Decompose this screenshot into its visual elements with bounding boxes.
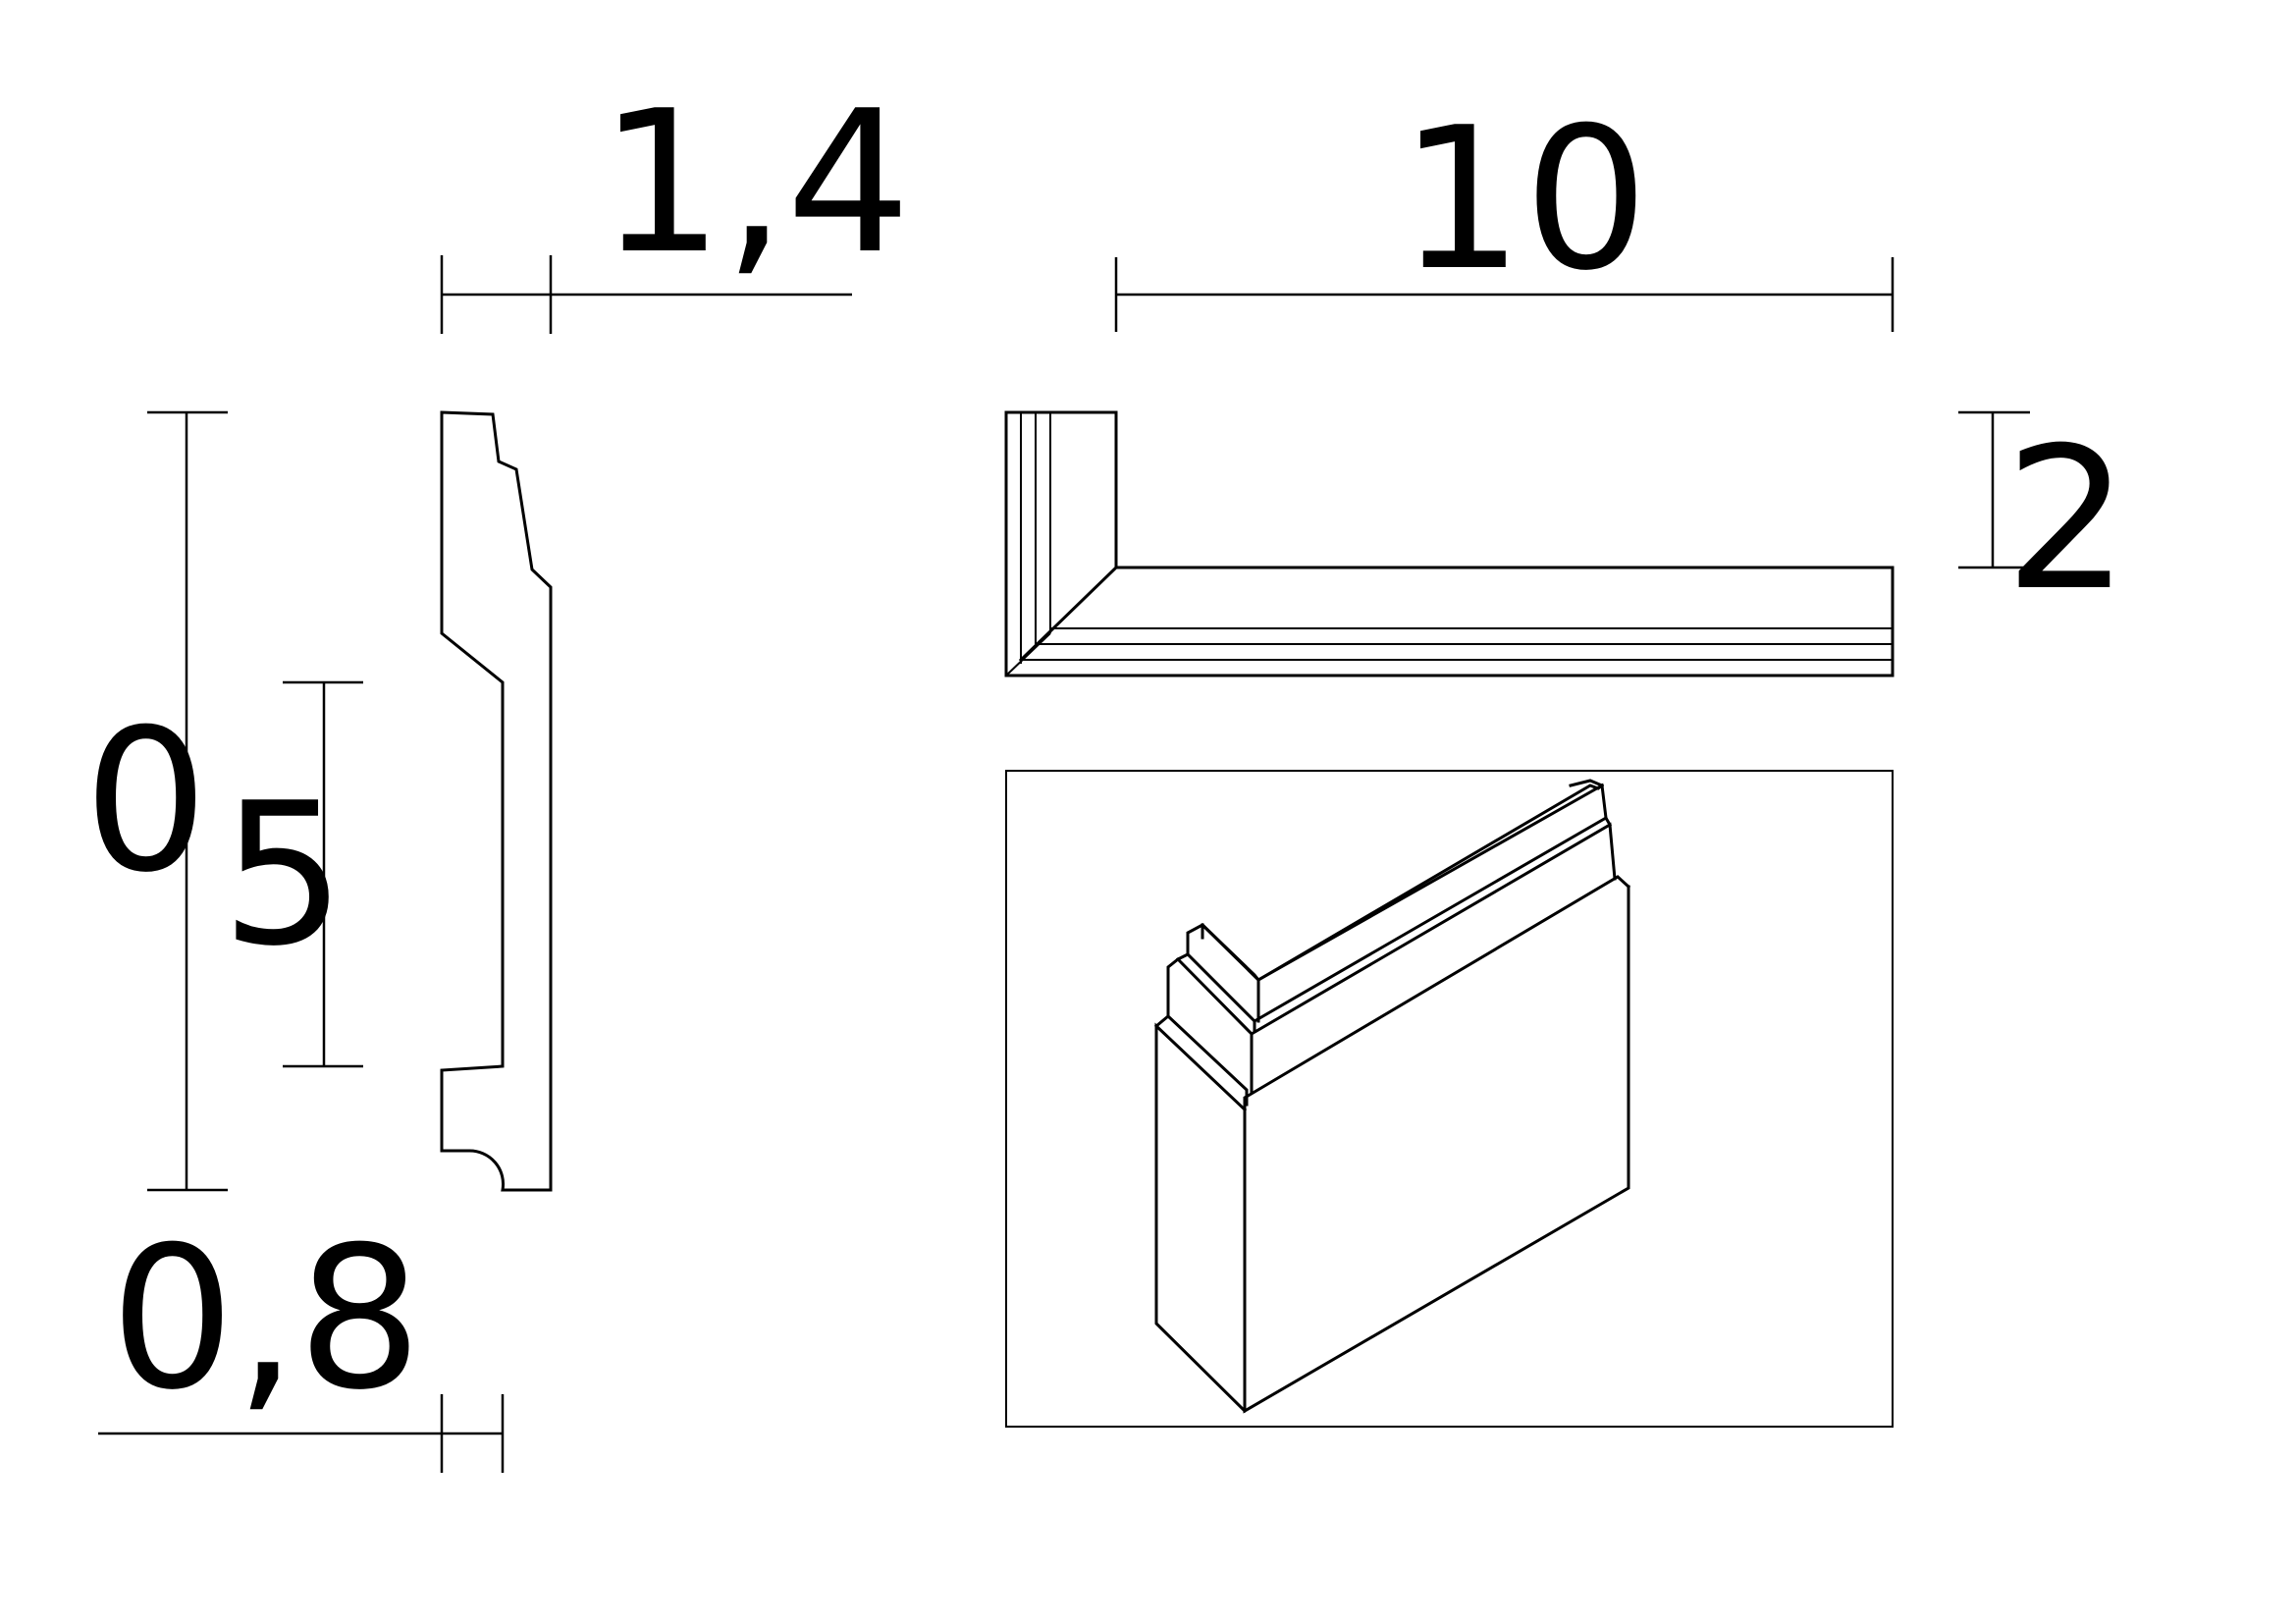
dim-bottom-left: 0,8 — [98, 1205, 505, 1473]
dim-label-top-right: 10 — [1399, 85, 1649, 314]
dim-label-left-height: 0 — [83, 687, 208, 916]
iso-view-frame — [1005, 770, 1894, 1428]
dim-label-right-small: 2 — [2004, 406, 2129, 634]
dim-top-left: 1,4 — [440, 69, 911, 334]
iso-view — [1153, 779, 1631, 1414]
dim-label-bottom-left: 0,8 — [110, 1205, 422, 1434]
dim-top-right: 10 — [1114, 85, 1895, 332]
dim-inner-height: 5 — [221, 680, 363, 1068]
dim-left-height: 0 — [83, 410, 228, 1192]
dim-label-inner-height: 5 — [221, 761, 346, 990]
plan-view — [1004, 410, 1895, 677]
dim-right-small: 2 — [1958, 406, 2129, 634]
dim-label-top-left: 1,4 — [599, 69, 911, 298]
profile-section — [440, 410, 553, 1192]
